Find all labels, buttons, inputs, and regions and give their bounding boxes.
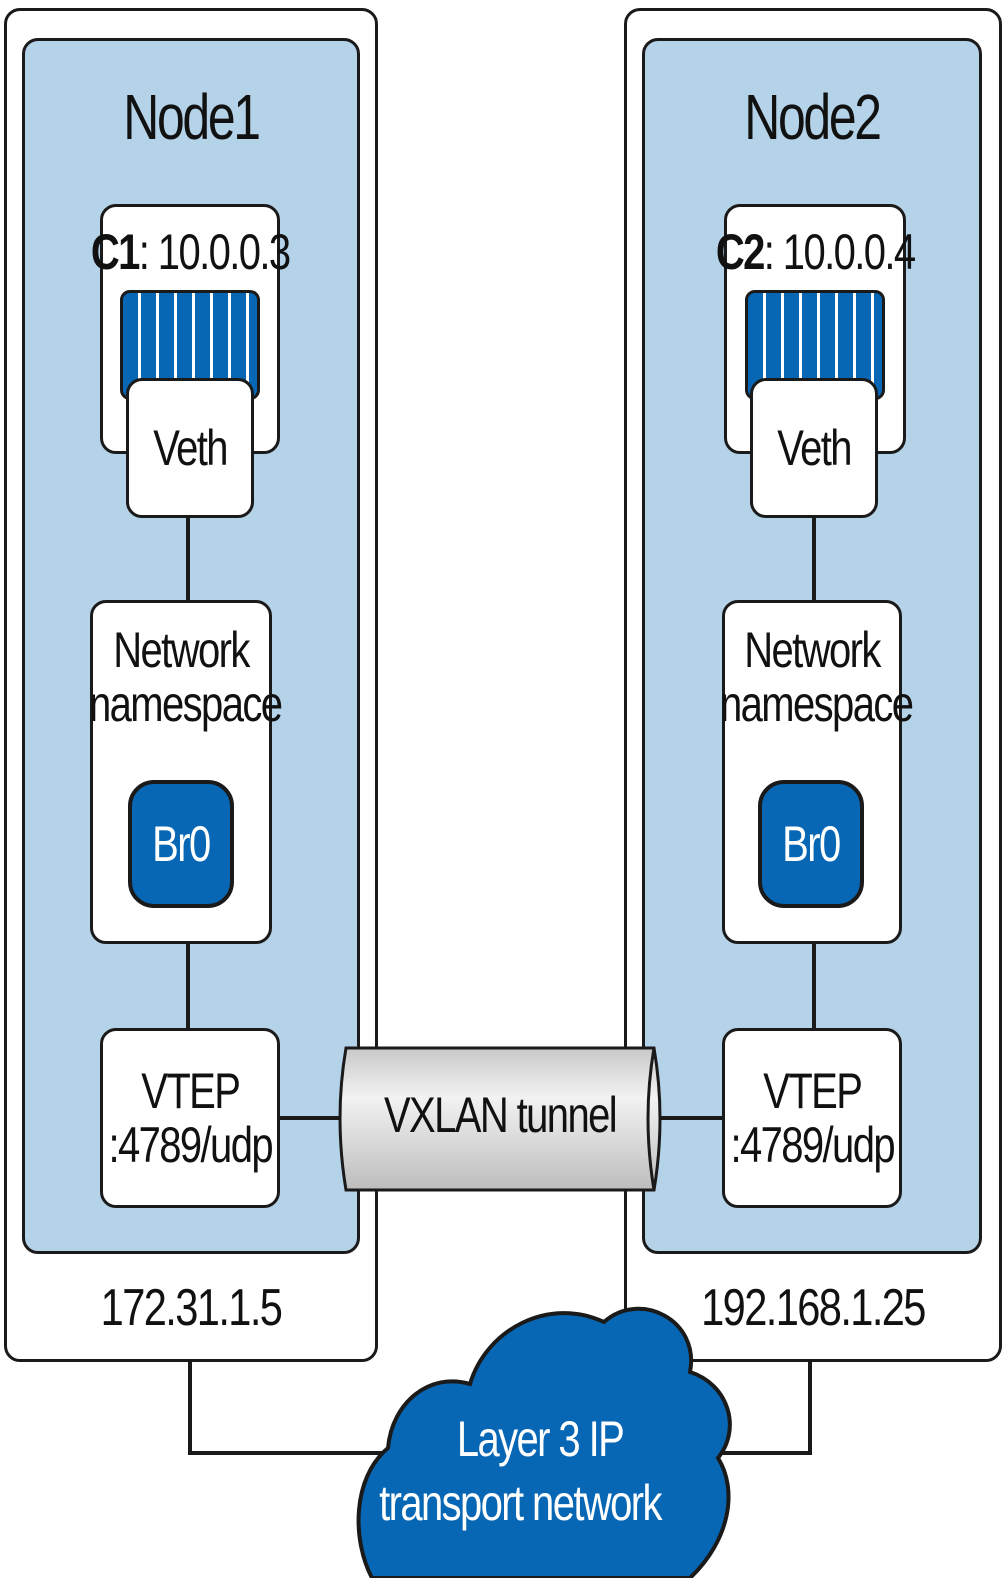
node1-veth-to-netns-line: [186, 518, 190, 600]
container-c1-label: C1: 10.0.0.3: [90, 224, 291, 280]
container-c1-ip: : 10.0.0.3: [138, 224, 291, 280]
node1-netns-label: Network namespace: [89, 622, 283, 732]
node1-bridge-br0[interactable]: Br0: [128, 780, 234, 908]
container-c2-name: C2: [715, 224, 766, 280]
node2-title: Node2: [744, 81, 882, 153]
node2-host-ip: 192.168.1.25: [701, 1279, 926, 1337]
node2-veth-label: Veth: [777, 420, 852, 476]
vxlan-tunnel-label: VXLAN tunnel: [383, 1087, 618, 1143]
container-c2-label: C2: 10.0.0.4: [715, 224, 916, 280]
node2-bridge-label: Br0: [782, 816, 841, 872]
node2-netns-label: Network namespace: [720, 622, 914, 732]
container-c2-ip: : 10.0.0.4: [763, 224, 916, 280]
container-c1-name: C1: [90, 224, 141, 280]
transport-network-line1: Layer 3 IP: [456, 1411, 625, 1467]
node1-vtep-label: VTEP: [140, 1063, 241, 1119]
node1-veth-label: Veth: [153, 420, 228, 476]
node2-vtep-label: VTEP: [762, 1063, 863, 1119]
node2-vtep[interactable]: VTEP :4789/udp: [722, 1028, 902, 1208]
node1-vtep-port: :4789/udp: [108, 1117, 273, 1173]
node1-bridge-label: Br0: [152, 816, 211, 872]
node2-netns-to-vtep-line: [812, 944, 816, 1028]
node1-veth[interactable]: Veth: [126, 378, 254, 518]
node1-host-ip: 172.31.1.5: [100, 1279, 283, 1337]
tunnel-link-right: [660, 1116, 724, 1120]
node2-uplink-vertical: [808, 1362, 812, 1454]
tunnel-link-left: [280, 1116, 348, 1120]
node1-netns-to-vtep-line: [186, 944, 190, 1028]
node1-title: Node1: [123, 81, 261, 153]
node2-vtep-port: :4789/udp: [730, 1117, 895, 1173]
transport-cloud-icon: [356, 1306, 732, 1578]
node1-uplink-horizontal: [188, 1451, 388, 1455]
transport-network-line2: transport network: [379, 1475, 662, 1531]
node2-veth-to-netns-line: [812, 518, 816, 600]
vxlan-tunnel-pipe: [338, 1046, 662, 1192]
node1-vtep[interactable]: VTEP :4789/udp: [100, 1028, 280, 1208]
node2-veth[interactable]: Veth: [750, 378, 878, 518]
node1-uplink-vertical: [188, 1362, 192, 1454]
node2-bridge-br0[interactable]: Br0: [758, 780, 864, 908]
